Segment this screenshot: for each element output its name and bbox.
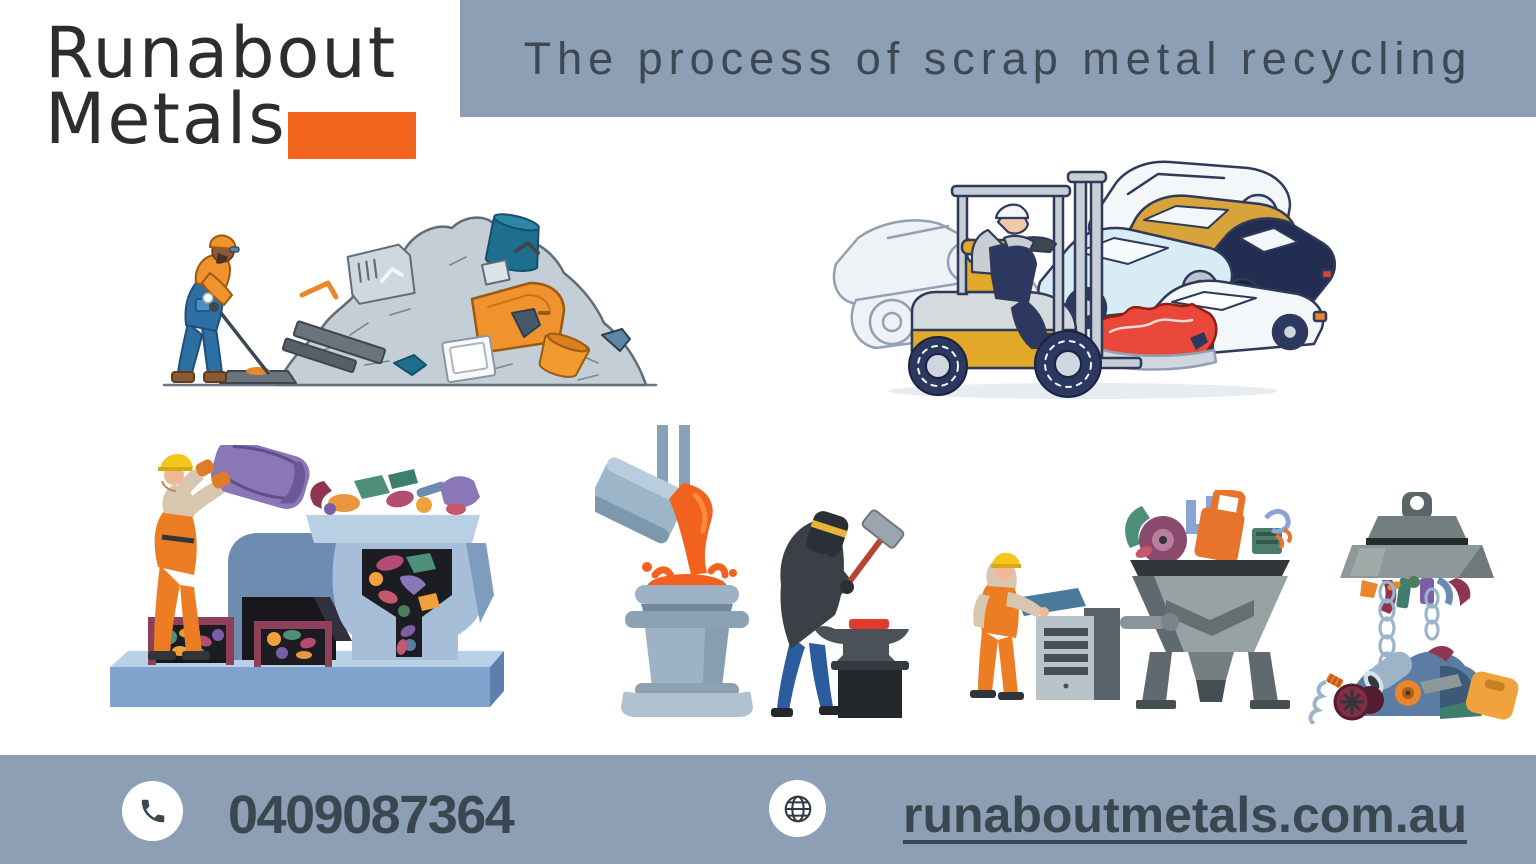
- pouring-ladle: [595, 425, 713, 575]
- forklift-car-stack-illustration: [832, 160, 1337, 399]
- logo-line1: Runabout: [45, 12, 398, 94]
- website-link[interactable]: runaboutmetals.com.au: [903, 787, 1467, 843]
- control-console: [1016, 588, 1179, 700]
- logo-line2: Metals: [45, 78, 287, 160]
- anvil: [815, 619, 909, 718]
- scrap-worker: [171, 234, 297, 384]
- logo: Runabout Metals: [45, 18, 397, 154]
- lifting-magnet: [1340, 492, 1494, 578]
- funnel-scrap: [369, 553, 440, 655]
- phone-number: 0409087364: [228, 785, 515, 845]
- melting-and-forging-illustration: [595, 425, 909, 718]
- magnet-hanging-scrap: [1360, 576, 1471, 675]
- phone-icon: [122, 781, 183, 841]
- hopper-bin: [1130, 560, 1290, 709]
- footer-bar: 0409087364 runaboutmetals.com.au: [0, 755, 1536, 864]
- scrap-heap: [1308, 646, 1519, 724]
- title-banner: The process of scrap metal recycling: [460, 0, 1536, 117]
- page-title: The process of scrap metal recycling: [523, 32, 1473, 84]
- blacksmith: [771, 509, 905, 717]
- console-operator: [970, 552, 1049, 700]
- crucible: [621, 557, 753, 717]
- scrap-pile-worker-illustration: [162, 213, 658, 387]
- sorting-worker: [148, 445, 310, 660]
- top-scrap-heap: [310, 469, 480, 515]
- scrap-pile: [274, 213, 648, 387]
- forklift: [908, 170, 1143, 398]
- globe-icon: [769, 780, 826, 837]
- logo-accent-bar: [288, 112, 416, 159]
- hopper-operator-illustration: [970, 490, 1293, 709]
- sorting-machine-illustration: [110, 445, 504, 707]
- forklift-wheels: [908, 330, 1102, 398]
- lifting-magnet-illustration: [1308, 492, 1519, 724]
- hopper-scrap: [1125, 490, 1293, 564]
